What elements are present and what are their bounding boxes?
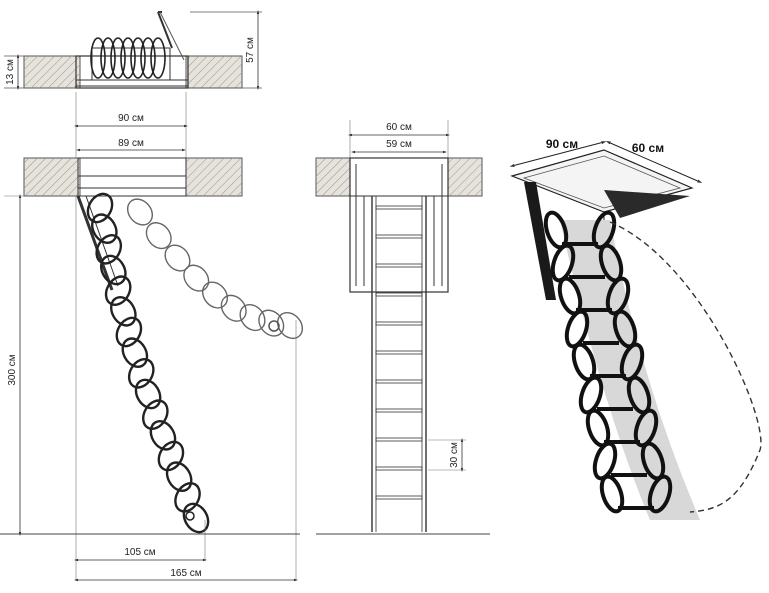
- ceiling-left-block: [23, 55, 81, 89]
- rung: [375, 495, 423, 500]
- label-reach-near: 105 см: [124, 547, 155, 558]
- label-iso-width: 90 см: [546, 137, 578, 151]
- front-ladder-stiles: [371, 196, 427, 532]
- iso-link-right: [647, 474, 673, 514]
- hatch-cover-lid: [157, 11, 185, 61]
- side-view: 90 см 89 см 300 см: [0, 92, 304, 582]
- scissor-link: [99, 254, 127, 286]
- label-reach-far: 165 см: [170, 568, 201, 579]
- ceiling-right-block-front: [447, 157, 483, 197]
- scissor-link: [174, 482, 201, 513]
- scissor-link: [134, 378, 162, 410]
- ghost-foot: [268, 320, 280, 332]
- iso-scissor-ladder: [543, 210, 673, 514]
- ceiling-right-block: [185, 55, 243, 89]
- ladder-foot: [185, 511, 195, 521]
- ghost-link: [258, 309, 285, 337]
- scissor-link: [90, 213, 118, 244]
- front-ladder-rungs: [375, 205, 423, 500]
- iso-side-rail: [524, 182, 556, 300]
- iso-link-left: [592, 441, 618, 481]
- ghost-link: [239, 303, 266, 332]
- label-frame-depth: 13 см: [5, 59, 16, 85]
- iso-link-left: [599, 474, 625, 514]
- label-iso-depth: 60 см: [632, 141, 664, 155]
- coil-loop: [90, 37, 106, 79]
- scissor-link: [157, 440, 185, 472]
- label-opening-inner: 89 см: [118, 138, 144, 149]
- label-step-spacing: 30 см: [449, 442, 460, 468]
- ghost-link: [220, 294, 247, 322]
- scissor-link: [127, 358, 155, 389]
- dim-line-iso-depth: [605, 141, 703, 183]
- rung: [375, 437, 423, 442]
- label-max-height: 300 см: [7, 354, 18, 385]
- iso-shadow: [560, 220, 700, 520]
- coil-loop: [110, 37, 126, 79]
- iso-link-left: [550, 243, 576, 283]
- ghost-link: [164, 244, 191, 272]
- coil-loop: [140, 37, 156, 79]
- rung: [375, 321, 423, 326]
- iso-link-right: [605, 276, 631, 316]
- scissor-link: [115, 316, 143, 348]
- rung: [375, 350, 423, 355]
- coil-loop: [130, 37, 146, 79]
- coil-loop: [100, 37, 116, 79]
- scissor-link: [110, 296, 137, 327]
- isometric-view: 90 см 60 см: [509, 137, 762, 520]
- iso-link-right: [633, 408, 659, 448]
- dim-line-iso-width: [509, 141, 607, 167]
- scissor-link: [142, 399, 169, 430]
- rung: [375, 379, 423, 384]
- rung: [375, 292, 423, 297]
- iso-link-left: [578, 375, 604, 415]
- ghost-link: [276, 311, 304, 340]
- folded-ladder-coils: [90, 37, 166, 79]
- label-front-outer: 60 см: [386, 122, 412, 133]
- label-opening-outer: 90 см: [118, 113, 144, 124]
- frame-box-front: [349, 157, 449, 293]
- iso-link-right: [591, 210, 617, 250]
- coil-loop: [150, 37, 166, 79]
- scissor-link: [182, 502, 210, 534]
- ceiling-right-block-side: [185, 157, 243, 197]
- scissor-link: [121, 337, 149, 368]
- scissor-link: [149, 420, 177, 451]
- ceiling-left-block-front: [315, 157, 351, 197]
- label-folded-height: 57 см: [245, 37, 256, 63]
- scissor-ladder-extended: [86, 192, 210, 534]
- rung: [375, 466, 423, 471]
- iso-swing-path: [609, 221, 762, 513]
- frame-box-side: [77, 157, 187, 197]
- rung: [375, 408, 423, 413]
- front-view: 60 см 59 см: [315, 120, 490, 535]
- ghost-link: [145, 222, 172, 250]
- label-front-inner: 59 см: [386, 139, 412, 150]
- rung: [375, 263, 423, 268]
- scissor-ladder-swing-ghost: [126, 198, 304, 340]
- folded-view: 57 см 13 см: [4, 10, 262, 90]
- iso-link-left: [564, 309, 590, 349]
- ghost-link: [183, 264, 210, 292]
- ghost-link: [201, 281, 229, 309]
- ceiling-left-block-side: [23, 157, 81, 197]
- ghost-link: [126, 198, 154, 226]
- rung: [375, 234, 423, 239]
- coil-loop: [120, 37, 136, 79]
- scissor-link: [165, 461, 193, 492]
- rung: [375, 205, 423, 210]
- iso-link-right: [619, 342, 645, 382]
